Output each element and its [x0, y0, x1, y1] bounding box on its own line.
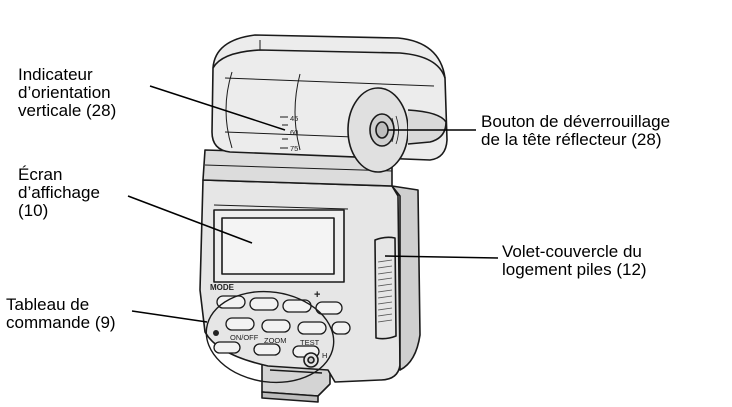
tilt-scale [280, 116, 288, 149]
label-battery-cover: Volet-couvercle du logement piles (12) [502, 242, 647, 279]
leader-control-panel [131, 310, 208, 323]
leader-battery-cover [384, 255, 499, 259]
battery-cover-vents [377, 259, 393, 323]
label-head-release-button: Bouton de déverrouillage de la tête réfl… [481, 112, 671, 149]
control-buttons [213, 295, 351, 358]
tilt-mark-45: 45 [290, 114, 298, 123]
panel-zoom-label: ZOOM [264, 336, 287, 345]
panel-test-label: TEST [300, 338, 320, 347]
panel-hss-label: H [322, 351, 327, 360]
control-panel-highlight [205, 290, 335, 384]
label-display-screen: Écran d’affichage (10) [18, 165, 100, 220]
leader-orientation [149, 85, 286, 131]
label-orientation-indicator: Indicateur d’orientation verticale (28) [18, 65, 117, 120]
leader-lines [127, 85, 499, 323]
display-screen-glass [221, 217, 335, 275]
panel-plus-label: + [314, 289, 320, 301]
leader-display [127, 195, 253, 244]
panel-mode-label: MODE [210, 283, 235, 292]
panel-onoff-label: ON/OFF [230, 333, 259, 342]
label-control-panel: Tableau de commande (9) [6, 295, 116, 332]
tilt-mark-60: 60 [290, 128, 298, 137]
tilt-mark-75: 75 [290, 144, 298, 153]
